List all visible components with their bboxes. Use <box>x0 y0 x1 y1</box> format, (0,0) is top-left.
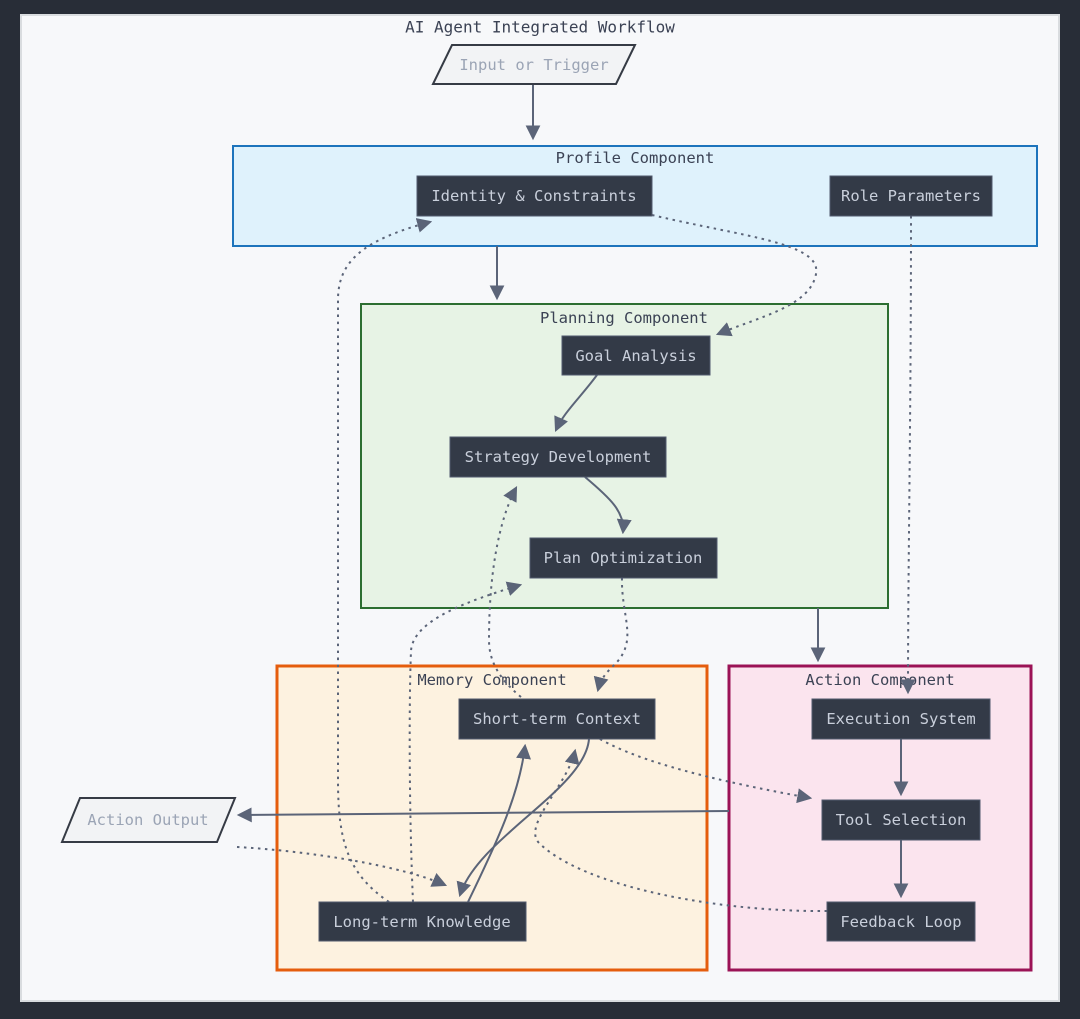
execution-system-label: Execution System <box>826 710 975 728</box>
subgraph-memory-label: Memory Component <box>417 671 566 689</box>
subgraph-profile-label: Profile Component <box>556 149 715 167</box>
edge-longterm-to-identity <box>336 218 433 903</box>
node-identity-constraints: Identity & Constraints <box>416 175 653 217</box>
node-goal-analysis: Goal Analysis <box>561 335 711 376</box>
edge-role-to-execution <box>900 215 916 695</box>
edge-feedback-to-shortterm <box>534 748 828 913</box>
edge-longterm-to-shortterm <box>467 743 531 903</box>
subgraph-planning-label: Planning Component <box>540 309 708 327</box>
edges-solid <box>236 84 909 903</box>
node-execution-system: Execution System <box>811 698 991 740</box>
subgraph-action-label: Action Component <box>805 671 954 689</box>
long-term-knowledge-label: Long-term Knowledge <box>333 913 510 931</box>
short-term-context-label: Short-term Context <box>473 710 641 728</box>
feedback-loop-label: Feedback Loop <box>840 913 961 931</box>
node-short-term-context: Short-term Context <box>458 698 656 740</box>
diagram-title: AI Agent Integrated Workflow <box>405 18 675 37</box>
node-plan-optimization: Plan Optimization <box>529 537 718 579</box>
edge-shortterm-to-strategy <box>487 486 522 698</box>
node-role-parameters: Role Parameters <box>829 175 993 217</box>
edge-goal-to-strategy <box>554 374 598 433</box>
strategy-development-label: Strategy Development <box>465 448 652 466</box>
node-feedback-loop: Feedback Loop <box>826 901 976 942</box>
edge-plan-to-shortterm <box>593 577 629 693</box>
node-action-output: Action Output <box>60 797 237 843</box>
edge-action-to-output <box>236 807 730 823</box>
node-tool-selection: Tool Selection <box>821 799 981 841</box>
input-trigger-label: Input or Trigger <box>459 56 608 74</box>
edges-dotted <box>236 214 916 913</box>
node-input-trigger: Input or Trigger <box>431 44 637 85</box>
identity-constraints-label: Identity & Constraints <box>431 187 636 205</box>
tool-selection-label: Tool Selection <box>836 811 967 829</box>
edge-identity-to-goal <box>651 214 818 337</box>
action-output-label: Action Output <box>87 811 208 829</box>
plan-optimization-label: Plan Optimization <box>544 549 703 567</box>
edge-longterm-to-plan <box>408 581 523 903</box>
edge-strategy-to-plan <box>584 476 632 535</box>
edge-shortterm-to-longterm <box>456 738 590 898</box>
role-parameters-label: Role Parameters <box>841 187 981 205</box>
node-strategy-development: Strategy Development <box>449 436 667 478</box>
goal-analysis-label: Goal Analysis <box>575 347 696 365</box>
node-long-term-knowledge: Long-term Knowledge <box>318 901 527 942</box>
